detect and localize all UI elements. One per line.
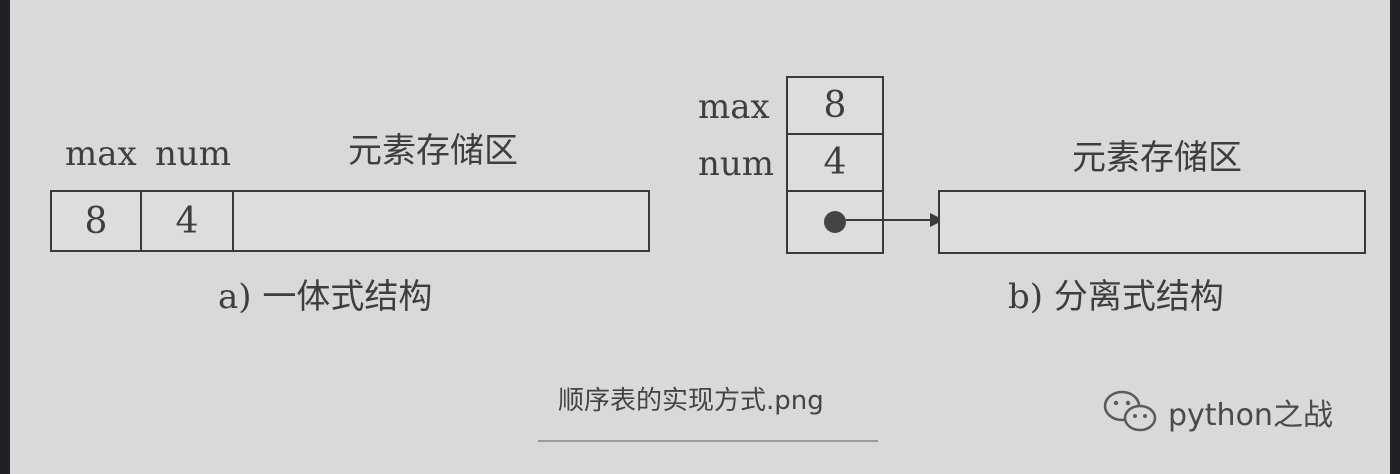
- pointer-arrow-icon: [846, 213, 944, 227]
- pointer-dot-icon: [824, 211, 846, 233]
- separated-caption: b) 分离式结构: [1008, 277, 1224, 317]
- integrated-storage-area: [232, 190, 650, 252]
- integrated-caption: a) 一体式结构: [218, 277, 433, 317]
- caption-divider: [538, 440, 878, 442]
- integrated-storage-label: 元素存储区: [348, 131, 518, 171]
- separated-pointer-cell: [786, 190, 884, 254]
- separated-max-cell: 8: [786, 76, 884, 135]
- separated-storage-label: 元素存储区: [1072, 138, 1242, 178]
- integrated-max-cell: 8: [50, 190, 142, 252]
- separated-num-label: num: [698, 144, 775, 184]
- watermark-text: python之战: [1168, 398, 1333, 433]
- separated-storage-area: [938, 190, 1366, 254]
- integrated-num-cell: 4: [140, 190, 234, 252]
- separated-max-label: max: [698, 87, 770, 127]
- separated-num-cell: 4: [786, 133, 884, 192]
- integrated-max-label: max: [65, 134, 137, 174]
- wechat-icon: [1103, 390, 1157, 432]
- file-caption: 顺序表的实现方式.png: [558, 386, 824, 416]
- integrated-num-label: num: [155, 134, 232, 174]
- diagram-panel: max num 元素存储区 8 4 a) 一体式结构 max num 8 4 元…: [10, 0, 1390, 474]
